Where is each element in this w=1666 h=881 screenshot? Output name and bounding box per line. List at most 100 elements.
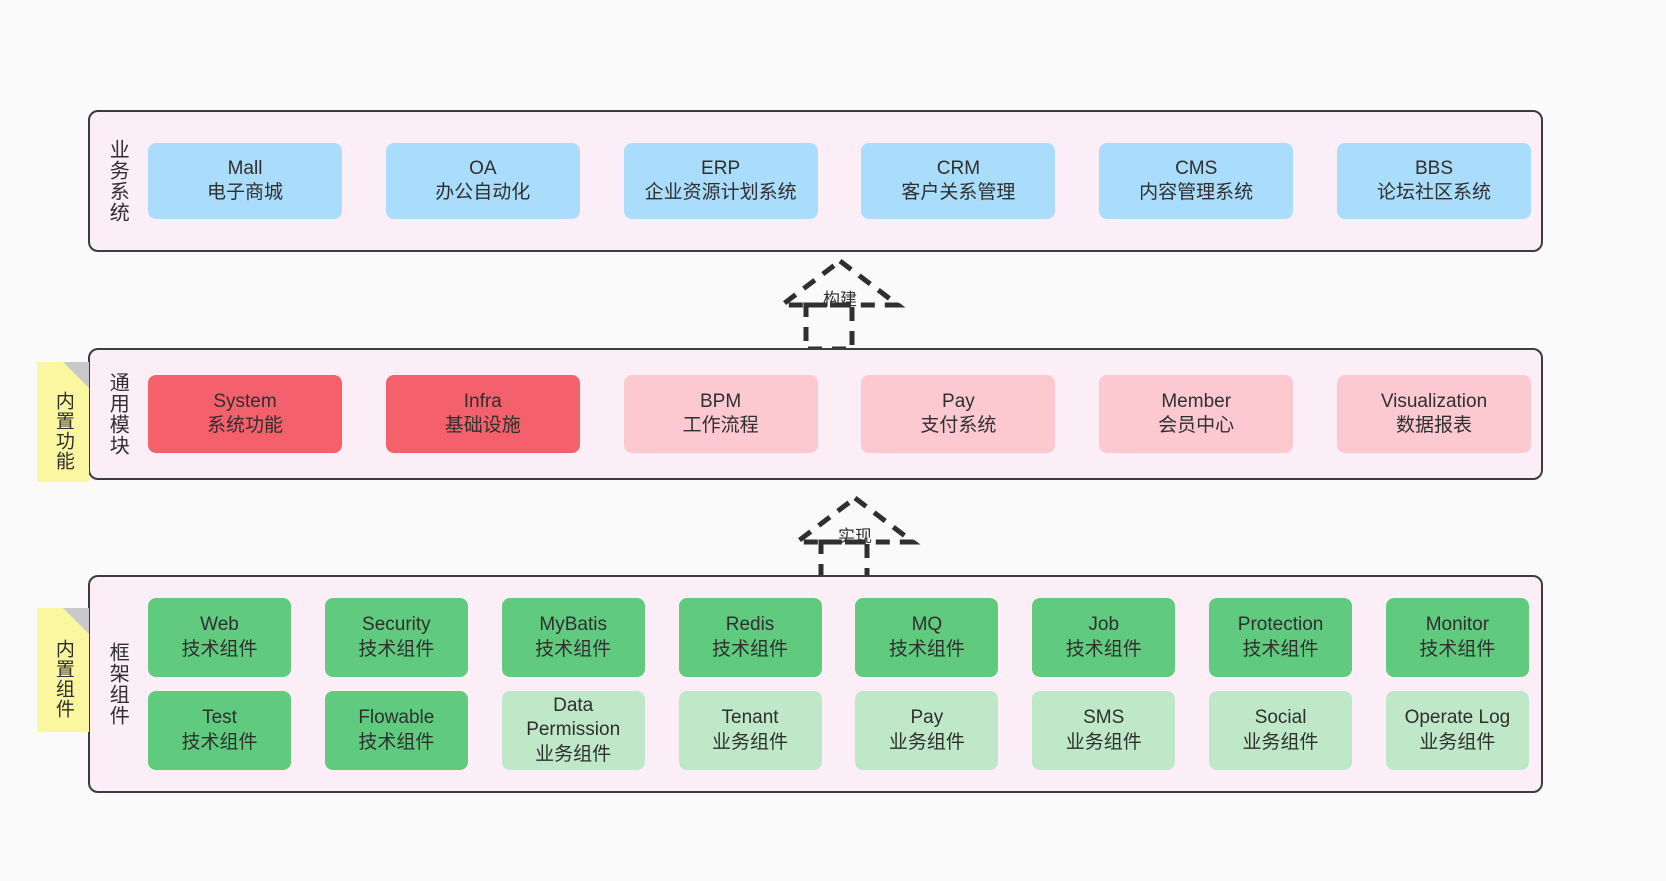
layer-framework-components: 框架组件 Web 技术组件 Security 技术组件 MyBatis 技术组件…	[88, 575, 1543, 793]
cell-mq-desc: 技术组件	[888, 638, 965, 660]
cell-monitor[interactable]: Monitor 技术组件	[1385, 598, 1529, 677]
cell-sms[interactable]: SMS 业务组件	[1032, 691, 1176, 770]
cell-mall-desc: 电子商城	[206, 182, 283, 203]
cell-pay-module-desc: 支付系统	[920, 415, 997, 436]
cell-cms-desc: 内容管理系统	[1139, 182, 1254, 203]
cell-pay-module[interactable]: Pay 支付系统	[861, 375, 1056, 453]
cell-job-name: Job	[1088, 614, 1120, 636]
cell-cms[interactable]: CMS 内容管理系统	[1099, 143, 1294, 219]
cell-bpm-desc: 工作流程	[682, 415, 759, 436]
cell-infra[interactable]: Infra 基础设施	[385, 375, 580, 453]
layer-business-systems: 业务系统 Mall 电子商城 OA 办公自动化 ERP 企业资源计划系统 CRM…	[88, 110, 1543, 252]
cell-infra-desc: 基础设施	[444, 415, 521, 436]
cell-pay-component-name: Pay	[910, 707, 944, 729]
cell-protection-desc: 技术组件	[1242, 638, 1319, 660]
cell-tenant[interactable]: Tenant 业务组件	[678, 691, 822, 770]
cell-cms-name: CMS	[1175, 157, 1218, 179]
cell-monitor-name: Monitor	[1425, 614, 1490, 636]
cell-mq-name: MQ	[911, 614, 943, 636]
layer-cells-common-modules: System 系统功能 Infra 基础设施 BPM 工作流程 Pay 支付系统…	[144, 350, 1541, 478]
cell-web-desc: 技术组件	[181, 638, 258, 660]
cell-security[interactable]: Security 技术组件	[324, 598, 468, 677]
cell-test-desc: 技术组件	[181, 731, 258, 753]
cell-redis-desc: 技术组件	[712, 638, 789, 660]
cell-data-permission-desc: 业务组件	[535, 743, 612, 765]
cell-pay-component-desc: 业务组件	[888, 731, 965, 753]
cell-oa[interactable]: OA 办公自动化	[385, 143, 580, 219]
cell-crm-desc: 客户关系管理	[901, 182, 1016, 203]
cell-system-desc: 系统功能	[206, 415, 283, 436]
cell-mybatis[interactable]: MyBatis 技术组件	[501, 598, 645, 677]
cell-social-desc: 业务组件	[1242, 731, 1319, 753]
cell-crm-name: CRM	[936, 157, 981, 179]
cell-protection[interactable]: Protection 技术组件	[1209, 598, 1353, 677]
arrow-implement: 实现	[755, 490, 955, 590]
framework-row-tech: Web 技术组件 Security 技术组件 MyBatis 技术组件 Redi…	[148, 598, 1529, 677]
layer-cells-business-systems: Mall 电子商城 OA 办公自动化 ERP 企业资源计划系统 CRM 客户关系…	[144, 112, 1541, 250]
cell-system-name: System	[213, 390, 277, 412]
arrow-build-label: 构建	[823, 290, 857, 309]
cell-mall[interactable]: Mall 电子商城	[148, 143, 342, 219]
cell-security-name: Security	[362, 614, 431, 636]
cell-social[interactable]: Social 业务组件	[1209, 691, 1353, 770]
cell-member-name: Member	[1161, 390, 1232, 412]
cell-member[interactable]: Member 会员中心	[1099, 375, 1294, 453]
cell-security-desc: 技术组件	[358, 638, 435, 660]
cell-social-name: Social	[1254, 707, 1307, 729]
cell-visualization-desc: 数据报表	[1395, 415, 1472, 436]
cell-pay-module-name: Pay	[942, 390, 975, 412]
cell-oa-desc: 办公自动化	[435, 182, 531, 203]
arrow-build: 构建	[740, 253, 940, 353]
cell-sms-desc: 业务组件	[1065, 731, 1142, 753]
cell-operate-log-desc: 业务组件	[1419, 731, 1496, 753]
note-builtin-features-label: 内置功能	[52, 391, 74, 471]
layer-title-framework-components: 框架组件	[106, 642, 129, 726]
cell-erp-desc: 企业资源计划系统	[644, 182, 797, 203]
arrow-build-glyph	[774, 257, 906, 352]
cell-mq[interactable]: MQ 技术组件	[855, 598, 999, 677]
cell-flowable[interactable]: Flowable 技术组件	[324, 691, 468, 770]
cell-job-desc: 技术组件	[1065, 638, 1142, 660]
cell-operate-log[interactable]: Operate Log 业务组件	[1385, 691, 1529, 770]
cell-test-name: Test	[202, 707, 237, 729]
cell-web-name: Web	[200, 614, 239, 636]
layer-cells-framework-components: Web 技术组件 Security 技术组件 MyBatis 技术组件 Redi…	[144, 577, 1541, 791]
cell-sms-name: SMS	[1083, 707, 1125, 729]
framework-row-biz: Test 技术组件 Flowable 技术组件 Data Permission …	[148, 691, 1529, 770]
layer-title-business-systems: 业务系统	[106, 139, 129, 223]
cell-data-permission[interactable]: Data Permission 业务组件	[501, 691, 645, 770]
cell-erp-name: ERP	[701, 157, 741, 179]
cell-flowable-name: Flowable	[358, 707, 435, 729]
cell-oa-name: OA	[469, 157, 497, 179]
layer-title-common-modules: 通用模块	[106, 372, 129, 456]
cell-mall-name: Mall	[227, 157, 263, 179]
cell-monitor-desc: 技术组件	[1419, 638, 1496, 660]
cell-bpm[interactable]: BPM 工作流程	[623, 375, 818, 453]
cell-visualization[interactable]: Visualization 数据报表	[1336, 375, 1531, 453]
cell-erp[interactable]: ERP 企业资源计划系统	[623, 143, 818, 219]
cell-tenant-name: Tenant	[721, 707, 779, 729]
cell-job[interactable]: Job 技术组件	[1032, 598, 1176, 677]
cell-mybatis-desc: 技术组件	[535, 638, 612, 660]
cell-protection-name: Protection	[1237, 614, 1324, 636]
cell-operate-log-name: Operate Log	[1404, 707, 1511, 729]
cell-redis[interactable]: Redis 技术组件	[678, 598, 822, 677]
cell-bbs[interactable]: BBS 论坛社区系统	[1336, 143, 1531, 219]
cell-bbs-desc: 论坛社区系统	[1376, 182, 1491, 203]
cell-system[interactable]: System 系统功能	[148, 375, 342, 453]
cell-web[interactable]: Web 技术组件	[148, 598, 291, 677]
cell-visualization-name: Visualization	[1380, 390, 1488, 412]
cell-mybatis-name: MyBatis	[539, 614, 607, 636]
note-builtin-components-label: 内置组件	[52, 639, 74, 719]
cell-flowable-desc: 技术组件	[358, 731, 435, 753]
cell-bpm-name: BPM	[700, 390, 742, 412]
cell-test[interactable]: Test 技术组件	[148, 691, 291, 770]
cell-tenant-desc: 业务组件	[712, 731, 789, 753]
cell-data-permission-name: Data Permission	[526, 695, 621, 741]
note-builtin-features: 内置功能	[37, 362, 89, 482]
cell-redis-name: Redis	[725, 614, 775, 636]
cell-crm[interactable]: CRM 客户关系管理	[861, 143, 1056, 219]
cell-bbs-name: BBS	[1414, 157, 1453, 179]
cell-member-desc: 会员中心	[1158, 415, 1235, 436]
cell-pay-component[interactable]: Pay 业务组件	[855, 691, 999, 770]
